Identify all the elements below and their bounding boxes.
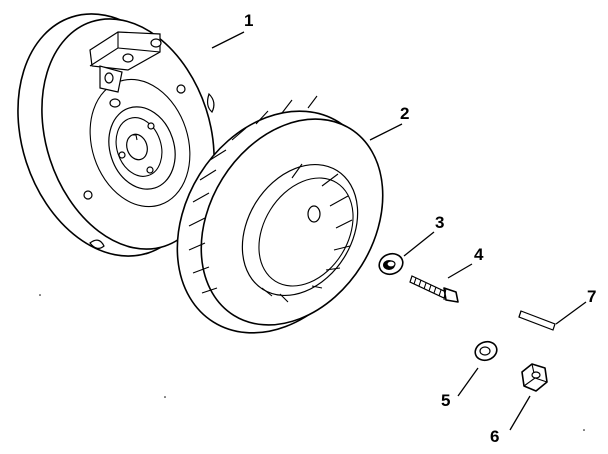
part-1-stator-plate	[17, 13, 215, 257]
callout-labels: 1 2 3 4 5 6 7	[244, 11, 596, 446]
part-2-flywheel	[176, 95, 384, 334]
callout-1: 1	[244, 11, 253, 30]
part-3-washer	[378, 252, 404, 276]
callout-6: 6	[490, 427, 499, 446]
part-7-key	[518, 310, 556, 331]
part-6-nut	[521, 363, 548, 392]
callout-3: 3	[435, 213, 444, 232]
speck	[164, 396, 166, 398]
callout-5: 5	[441, 391, 450, 410]
part-4-screw	[409, 275, 459, 303]
callout-4: 4	[474, 245, 484, 264]
leader-lines	[211, 31, 587, 431]
speck	[39, 294, 41, 296]
fan-blades	[188, 95, 318, 294]
callout-7: 7	[587, 287, 596, 306]
speck	[583, 429, 585, 431]
part-5-lock-washer	[474, 340, 498, 362]
callout-2: 2	[400, 104, 409, 123]
